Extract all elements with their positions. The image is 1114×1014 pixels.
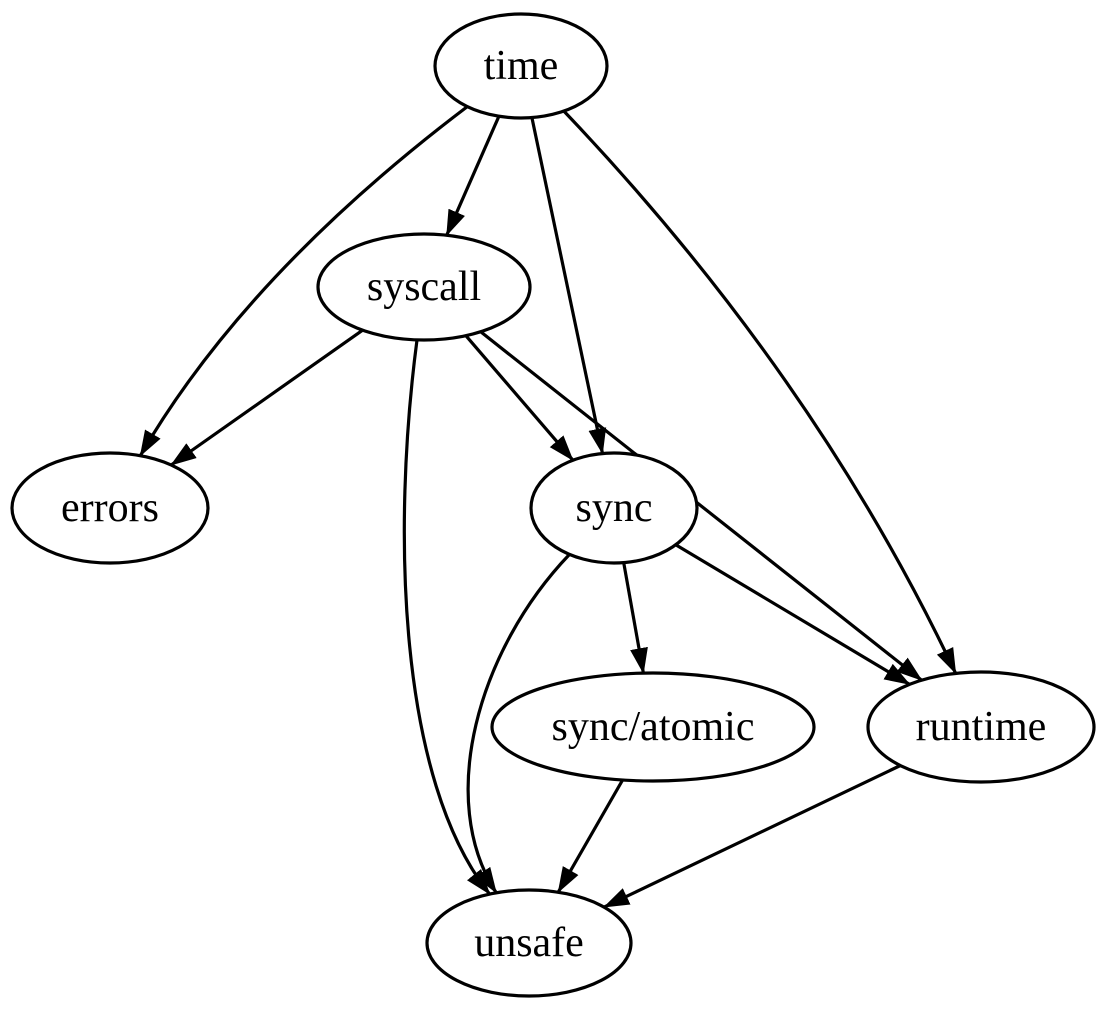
edge-sync-atomic-to-unsafe <box>556 779 624 894</box>
edge-syscall-to-runtime <box>479 330 923 682</box>
node-label-errors: errors <box>61 485 159 531</box>
node-layer: time syscall errors sync sync/atomic runtime u… <box>10 12 1096 998</box>
edge-time-to-syscall <box>445 115 501 237</box>
edge-sync-to-unsafe <box>466 553 571 894</box>
edge-sync-to-sync-atomic <box>622 562 648 675</box>
node-label-sync-atomic: sync/atomic <box>552 704 755 750</box>
node-label-unsafe: unsafe <box>474 920 584 966</box>
node-ellipse-time <box>433 12 609 120</box>
node-errors: errors <box>10 451 210 565</box>
edge-runtime-to-unsafe <box>603 764 902 909</box>
edge-syscall-to-errors <box>170 328 364 467</box>
node-unsafe: unsafe <box>425 888 633 998</box>
node-label-runtime: runtime <box>916 704 1047 750</box>
node-ellipse-syscall <box>316 232 532 342</box>
node-ellipse-sync-atomic <box>490 671 816 783</box>
edge-syscall-to-unsafe <box>402 339 491 896</box>
node-sync: sync <box>529 451 699 565</box>
edge-sync-to-runtime <box>674 543 911 686</box>
edge-time-to-sync <box>530 117 607 455</box>
node-ellipse-sync <box>529 451 699 565</box>
edge-time-to-runtime <box>562 109 958 675</box>
node-label-time: time <box>484 43 559 89</box>
node-runtime: runtime <box>866 670 1096 784</box>
node-ellipse-unsafe <box>425 888 633 998</box>
node-ellipse-runtime <box>866 670 1096 784</box>
edge-syscall-to-sync <box>464 334 575 462</box>
node-time: time <box>433 12 609 120</box>
node-sync-atomic: sync/atomic <box>490 671 816 783</box>
edge-time-to-errors <box>138 105 469 457</box>
node-ellipse-errors <box>10 451 210 565</box>
edge-layer <box>138 105 958 909</box>
node-label-syscall: syscall <box>367 264 481 310</box>
node-syscall: syscall <box>316 232 532 342</box>
node-label-sync: sync <box>576 485 653 531</box>
